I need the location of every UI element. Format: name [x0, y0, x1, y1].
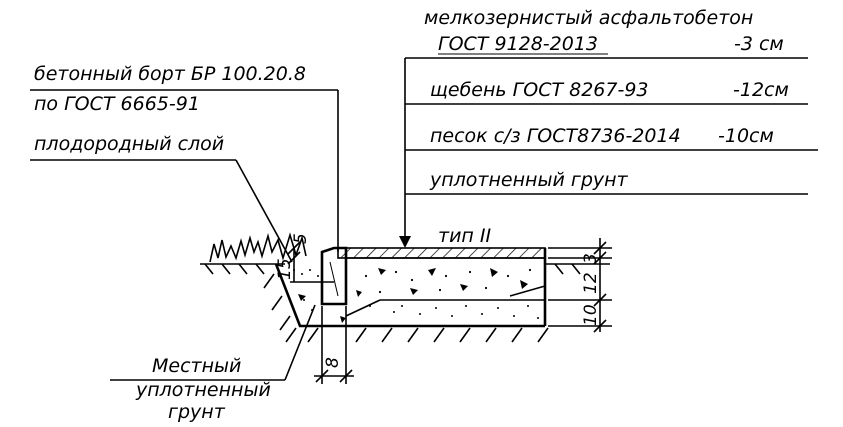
dim-12: 12	[581, 272, 601, 294]
dim-15: 15	[275, 258, 295, 280]
label-gravel: щебень ГОСТ 8267-93	[430, 79, 649, 101]
dimension-curb-width	[314, 306, 354, 384]
dimension-curb-top	[287, 241, 301, 282]
ground-surface	[200, 232, 610, 275]
label-fertile-layer: плодородный слой	[34, 133, 224, 155]
label-local-soil-line2: уплотненный	[135, 379, 271, 401]
label-local-soil-line1: Местный	[152, 355, 241, 377]
trench	[263, 248, 549, 343]
label-asphalt-thickness: -3 см	[734, 33, 784, 55]
dim-3: 3	[581, 253, 601, 264]
dim-5: 5	[291, 233, 311, 244]
label-gravel-thickness: -12см	[733, 79, 789, 101]
label-sand-thickness: -10см	[718, 125, 774, 147]
dim-8: 8	[323, 357, 343, 368]
label-sand: песок с/з ГОСТ8736-2014	[430, 125, 681, 147]
label-compacted-soil: уплотненный грунт	[429, 169, 629, 191]
dimension-chain-right	[548, 238, 612, 333]
layer-leaders	[399, 57, 818, 248]
label-type: тип II	[438, 225, 491, 247]
label-asphalt-line1: мелкозернистый асфальтобетон	[424, 7, 753, 29]
local-soil-leader	[110, 304, 316, 381]
label-asphalt-gost: ГОСТ 9128-2013	[438, 33, 598, 55]
gravel-fill	[293, 268, 539, 323]
fertile-layer-leader	[30, 159, 293, 263]
label-curb-line2: по ГОСТ 6665-91	[34, 93, 200, 115]
dim-10: 10	[581, 304, 601, 326]
label-local-soil-line3: грунт	[168, 401, 226, 423]
curb-leader	[30, 89, 339, 252]
label-curb-line1: бетонный борт БР 100.20.8	[34, 63, 306, 85]
layer-boundaries	[345, 257, 546, 317]
asphalt-layer	[337, 247, 546, 259]
curb-stone	[320, 246, 348, 306]
